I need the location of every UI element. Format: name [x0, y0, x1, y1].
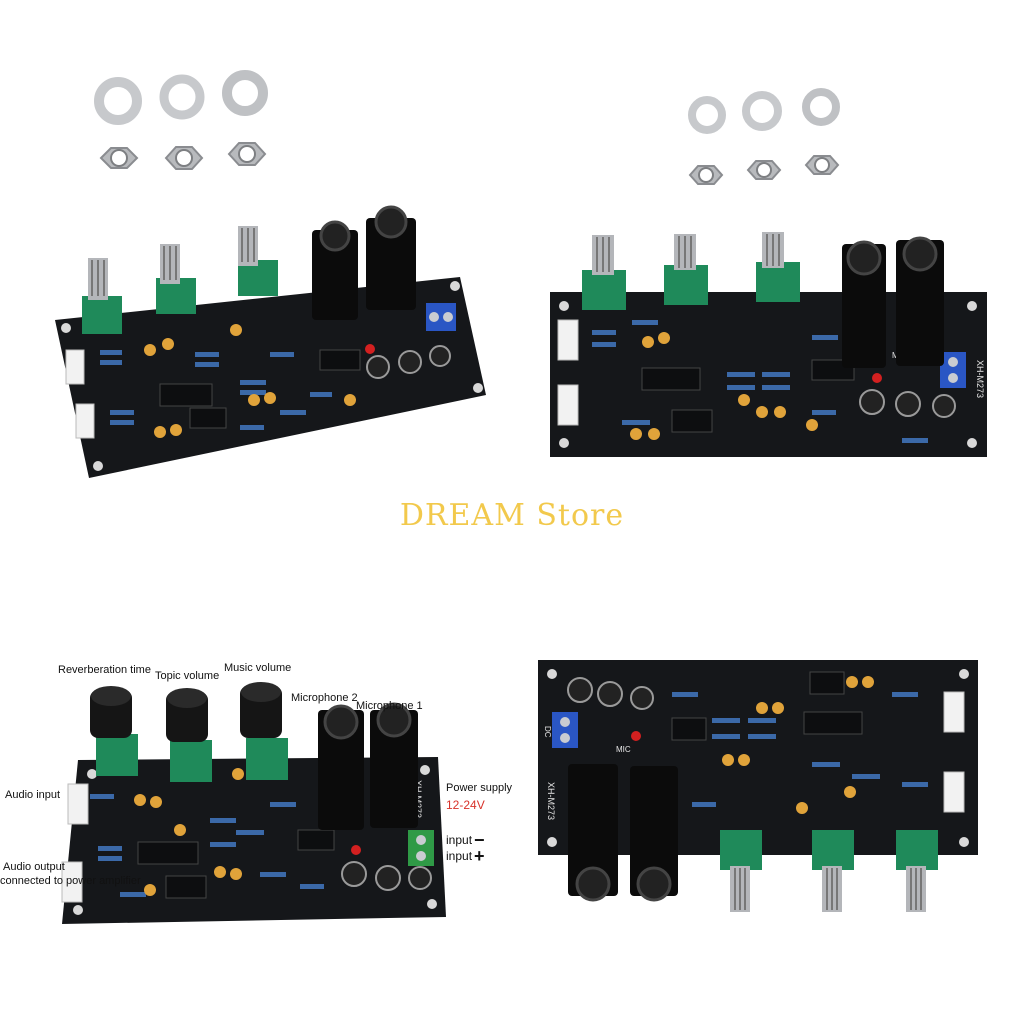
nut-set	[99, 142, 267, 170]
electrolytic-capacitor	[630, 686, 654, 710]
ic-chip	[319, 349, 361, 371]
microphone-jack	[630, 766, 678, 896]
input-plus-text: input	[446, 849, 473, 863]
connector	[75, 403, 95, 439]
label-input-minus: input−	[446, 831, 485, 849]
board-model-marking: XH-M273	[546, 782, 556, 820]
washer	[802, 88, 840, 126]
label-input-plus: input+	[446, 847, 485, 865]
label-audio-output: Audio output	[3, 861, 65, 873]
led	[872, 373, 882, 383]
potentiometer	[756, 232, 800, 302]
board-dc-marking: DC	[543, 726, 552, 738]
potentiometer	[156, 244, 196, 314]
ic-chip	[137, 841, 199, 865]
minus-sign: −	[474, 830, 485, 850]
label-topic-volume: Topic volume	[155, 670, 220, 682]
product-photo-board-rotated: DC XH-M273 MIC	[538, 660, 978, 912]
pcb-board	[55, 205, 486, 478]
electrolytic-capacitor	[408, 866, 432, 890]
input-minus-text: input	[446, 833, 473, 847]
led	[631, 731, 641, 741]
nut-set	[688, 155, 840, 185]
pcb-board: DC XH-M273 MIC	[538, 660, 978, 912]
connector	[65, 349, 85, 385]
store-watermark: DREAM Store	[399, 498, 625, 533]
label-microphone-2: Microphone 2	[291, 692, 358, 704]
washer	[94, 77, 142, 125]
ic-chip	[641, 367, 701, 391]
microphone-jack	[370, 710, 418, 828]
board-model-marking: XH-M273	[975, 360, 985, 398]
board-mic-marking: MIC	[616, 745, 631, 754]
label-power-supply: Power supply	[446, 782, 513, 794]
connector	[61, 861, 83, 903]
connector	[557, 319, 579, 361]
product-photo-board-angled	[55, 70, 486, 478]
washer	[222, 70, 268, 116]
potentiometer	[582, 235, 626, 310]
ic-chip	[809, 671, 845, 695]
pcb-board: XH-M273 MIC	[550, 232, 987, 457]
led	[365, 344, 375, 354]
electrolytic-capacitor	[597, 681, 623, 707]
electrolytic-capacitor	[366, 355, 390, 379]
ic-chip	[297, 829, 335, 851]
reverberation-time-knob	[90, 686, 138, 776]
electrolytic-capacitor	[341, 861, 367, 887]
ic-chip	[189, 407, 227, 429]
label-reverberation-time: Reverberation time	[58, 664, 151, 676]
product-photo-board-front: XH-M273 MIC	[550, 88, 987, 457]
electrolytic-capacitor	[398, 350, 422, 374]
washer	[688, 96, 726, 134]
ic-chip	[165, 875, 207, 899]
ic-chip	[803, 711, 863, 735]
connector	[557, 384, 579, 426]
music-volume-knob	[240, 682, 288, 780]
ic-chip	[671, 717, 707, 741]
washer	[159, 74, 205, 120]
label-music-volume: Music volume	[224, 662, 292, 674]
label-audio-output-detail: connected to power amplifier	[0, 875, 141, 887]
ic-chip	[671, 409, 713, 433]
microphone-jack	[366, 218, 416, 310]
topic-volume-knob	[166, 688, 212, 782]
connector	[943, 771, 965, 813]
microphone-jack	[568, 764, 618, 896]
microphone-jack	[842, 244, 886, 368]
potentiometer	[664, 234, 708, 305]
electrolytic-capacitor	[429, 345, 451, 367]
connector	[67, 783, 89, 825]
electrolytic-capacitor	[932, 394, 956, 418]
ic-chip	[159, 383, 213, 407]
potentiometer	[238, 226, 278, 296]
washer-set	[688, 88, 840, 134]
potentiometer	[720, 830, 762, 912]
product-photo-annotated: XH-M273	[61, 682, 446, 924]
connector	[943, 691, 965, 733]
microphone-jack	[318, 710, 364, 830]
electrolytic-capacitor	[859, 389, 885, 415]
pcb-board: XH-M273	[61, 682, 446, 924]
washer	[742, 91, 782, 131]
potentiometer	[82, 258, 122, 334]
potentiometer	[896, 830, 938, 912]
microphone-jack	[896, 240, 944, 366]
label-audio-input: Audio input	[5, 789, 61, 801]
electrolytic-capacitor	[375, 865, 401, 891]
label-microphone-1: Microphone 1	[356, 700, 423, 712]
washer-set	[94, 70, 268, 125]
plus-sign: +	[474, 846, 485, 866]
led	[351, 845, 361, 855]
label-voltage: 12-24V	[446, 798, 485, 812]
potentiometer	[812, 830, 854, 912]
electrolytic-capacitor	[895, 391, 921, 417]
microphone-jack	[312, 230, 358, 320]
electrolytic-capacitor	[567, 677, 593, 703]
